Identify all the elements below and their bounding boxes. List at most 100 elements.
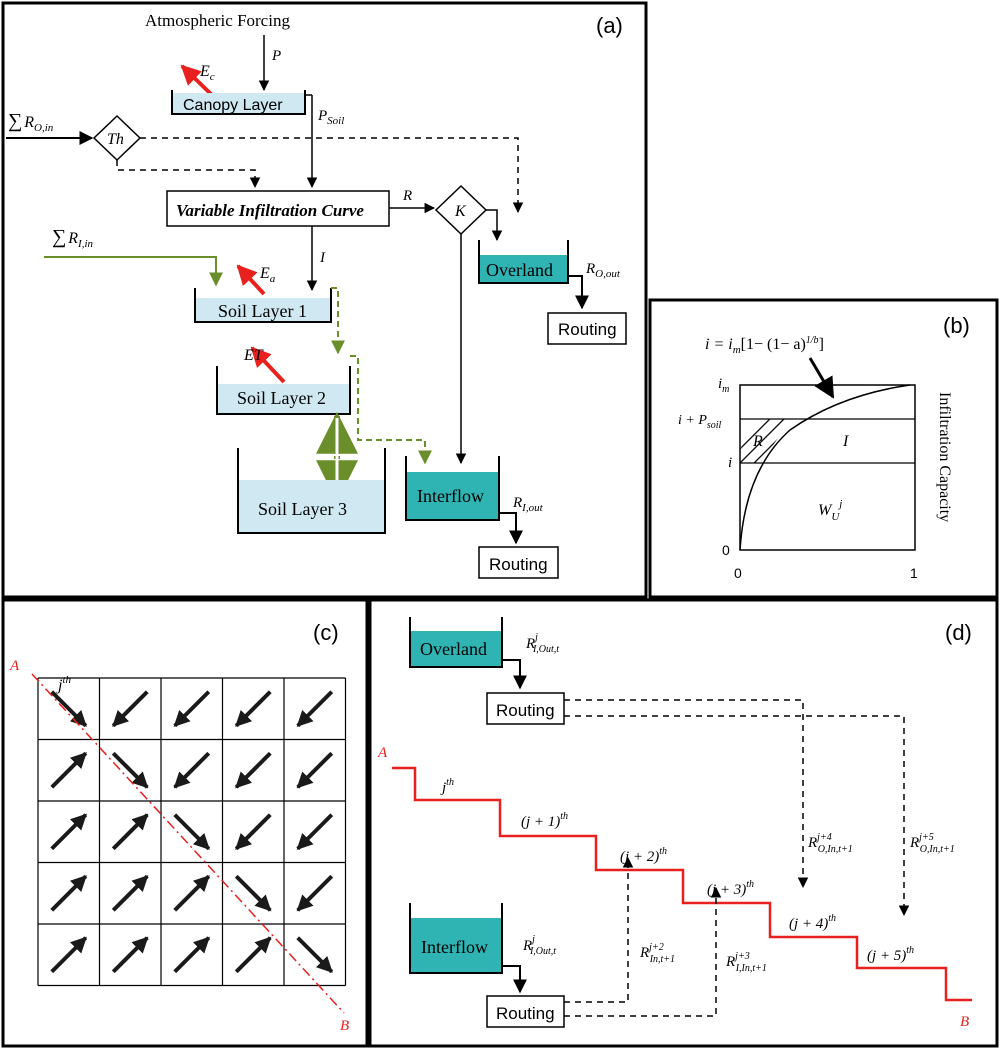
vic-plot-frame — [739, 384, 916, 551]
p-label: P — [271, 48, 281, 64]
c-a-label: A — [9, 658, 20, 674]
flow-arrow-ne — [50, 813, 88, 851]
i-region-label: I — [842, 433, 849, 450]
flow-arrow-ne — [111, 936, 149, 974]
th-dashed-right — [140, 137, 524, 214]
flow-arrow-sw — [234, 690, 272, 728]
step-label: (j + 5)th — [867, 945, 914, 964]
flow-direction-grid — [37, 677, 347, 987]
flow-arrow-ne — [50, 874, 88, 912]
et-arrow — [250, 346, 286, 384]
d-interflow-water — [410, 918, 502, 973]
flow-arrow-se — [173, 813, 211, 851]
flow-arrow-sw — [234, 751, 272, 789]
flow-arrow-sw — [173, 751, 211, 789]
flow-arrow-sw — [296, 813, 334, 851]
ri-out-label: RI,out — [512, 495, 544, 514]
d-overland-water — [410, 631, 502, 667]
d-interflow-outlet — [502, 965, 527, 994]
ec-arrow — [180, 64, 215, 98]
flow-arrow-se — [296, 936, 334, 974]
d-top-dashed-j4 — [564, 699, 809, 889]
flow-arrow-sw — [296, 690, 334, 728]
interflow-container — [405, 456, 500, 521]
flow-arrow-sw — [234, 813, 272, 851]
jth-label: jth — [56, 674, 72, 694]
flow-arrow-ne — [173, 936, 211, 974]
d-overland-container — [409, 617, 503, 668]
canopy-container — [171, 90, 306, 115]
river-step-line — [392, 766, 972, 1002]
soil-layer-2-label: Soil Layer 2 — [237, 388, 326, 408]
d-overland-outlet — [502, 659, 527, 690]
th-label: Th — [107, 131, 124, 148]
panel-d-letter: (d) — [945, 620, 972, 645]
i-axis-label: i — [728, 455, 732, 471]
step-label: (j + 2)th — [620, 846, 667, 865]
atmospheric-forcing-label: Atmospheric Forcing — [145, 11, 290, 30]
im-label: im — [718, 376, 729, 395]
ab-diagonal — [31, 673, 345, 1014]
d-interflow-label: Interflow — [421, 937, 488, 957]
c-b-label: B — [340, 1018, 349, 1034]
vic-equation: i = im[1− (1− a)1/b] — [705, 335, 824, 356]
k-label: K — [454, 203, 467, 220]
routing-overland-box — [547, 312, 627, 345]
flow-arrow-ne — [50, 751, 88, 789]
flow-arrow-se — [111, 751, 149, 789]
step-label: jth — [440, 777, 454, 796]
flow-arrow-se — [50, 690, 88, 728]
step-label: (j + 3)th — [707, 879, 754, 898]
panel-c: (c) A B jth — [9, 620, 349, 1034]
panel-c-letter: (c) — [313, 620, 339, 645]
step-label: (j + 1)th — [521, 811, 568, 830]
r-label: R — [402, 188, 412, 204]
ri-in-arrow — [44, 256, 223, 287]
y-zero-label: 0 — [722, 542, 730, 558]
flow-arrow-sw — [296, 751, 334, 789]
panel-b-letter: (b) — [943, 313, 970, 338]
vic-curve — [739, 384, 911, 551]
soil-layer-1-water — [195, 298, 331, 322]
soil2-to-interflow — [350, 355, 432, 465]
d-b-label: B — [960, 1014, 969, 1030]
th-dashed-down — [116, 160, 261, 189]
soil-layer-1-container — [194, 288, 332, 323]
canopy-water — [172, 93, 305, 113]
panel-a-border — [1, 1, 648, 599]
et-label: ET — [243, 347, 264, 364]
soil1-to-soil2 — [331, 287, 345, 355]
soil-layer-3-water — [238, 480, 385, 533]
k-to-overland — [486, 209, 503, 242]
soil-layer-1-label: Soil Layer 1 — [218, 301, 307, 321]
flow-arrow-ne — [111, 813, 149, 851]
soil-layer-2-container — [216, 366, 351, 415]
soil-layer-3-container — [237, 448, 386, 534]
ea-arrow — [236, 264, 266, 296]
flow-arrow-ne — [173, 874, 211, 912]
x-one-label: 1 — [910, 565, 918, 581]
flow-arrow-sw — [173, 690, 211, 728]
wu-label: WUj — [818, 498, 842, 523]
canopy-layer-label: Canopy Layer — [183, 97, 283, 114]
overland-water — [479, 255, 568, 283]
panel-b: (b) i = im[1− (1− a)1/b] im i + Psoil i … — [678, 313, 970, 581]
vic-label: Variable Infiltration Curve — [176, 201, 364, 220]
routing-interflow-label: Routing — [489, 555, 548, 574]
equation-pointer — [808, 357, 835, 399]
i-label: I — [319, 250, 326, 266]
routing-interflow-box — [478, 546, 559, 579]
interflow-water — [406, 472, 499, 520]
flow-arrow-ne — [50, 936, 88, 974]
d-overland-label: Overland — [420, 639, 487, 659]
x-zero-label: 0 — [734, 565, 742, 581]
step-label: (j + 4)th — [789, 913, 836, 932]
